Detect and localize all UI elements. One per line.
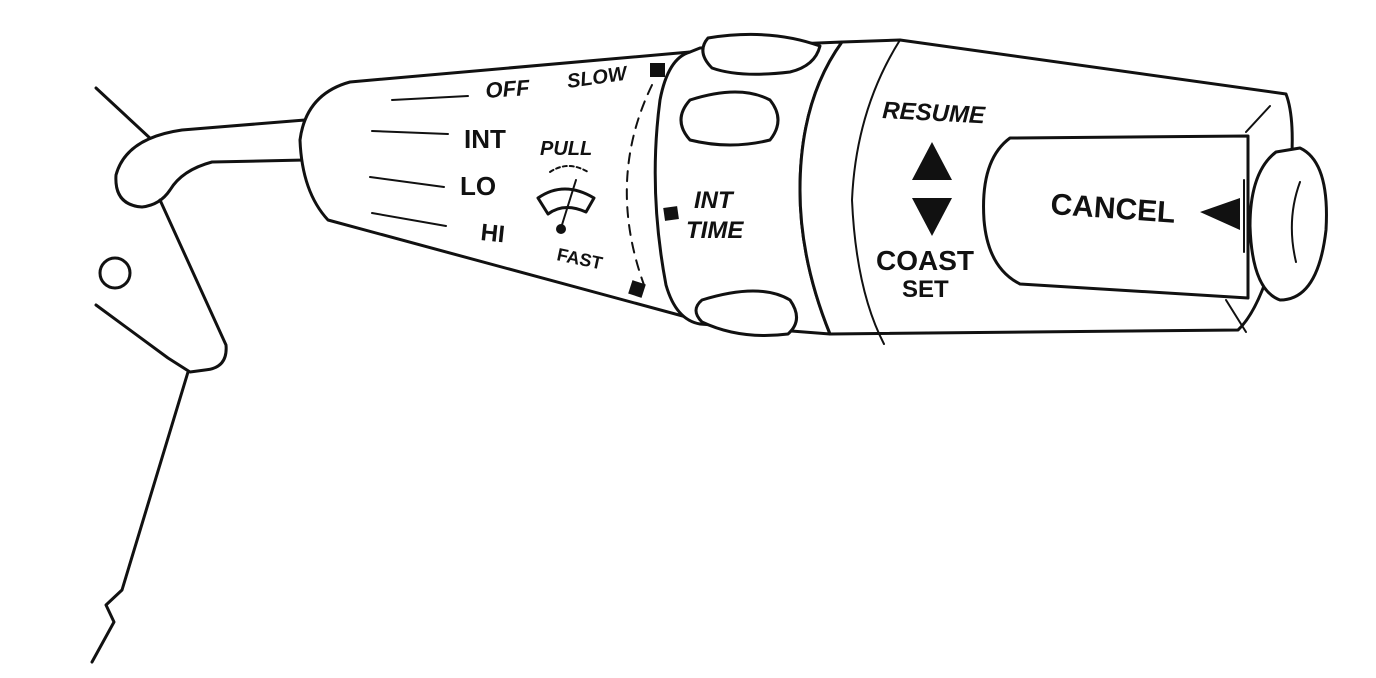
steering-column-bracket: [90, 86, 307, 664]
label-int-time-line2: TIME: [686, 217, 744, 244]
wiper-switch-body: [298, 50, 692, 320]
slow-marker: [650, 63, 665, 77]
label-int: INT: [464, 124, 506, 154]
label-coast: COAST: [876, 245, 974, 276]
int-time-marker: [663, 206, 679, 221]
label-set: SET: [902, 276, 949, 303]
interval-time-ring: [653, 32, 844, 337]
stalk-end-cap: [1248, 146, 1328, 302]
label-resume: RESUME: [882, 97, 987, 129]
mounting-hole: [98, 256, 132, 290]
coast-arrow-icon: [912, 198, 952, 236]
label-hi: HI: [479, 219, 506, 248]
washer-pull-icon: [536, 165, 596, 234]
ring-grip-top: [701, 32, 822, 76]
label-lo: LO: [460, 171, 496, 201]
resume-arrow-icon: [912, 142, 952, 180]
cancel-arrow-icon: [1200, 198, 1240, 230]
ring-grip-middle: [679, 90, 780, 147]
cancel-section: [982, 134, 1250, 300]
fast-marker: [628, 280, 646, 298]
label-off: OFF: [485, 75, 531, 103]
ring-grip-bottom: [694, 289, 798, 337]
label-int-time-line1: INT: [694, 187, 735, 214]
interval-dial-track: [625, 84, 653, 286]
label-pull: PULL: [540, 138, 592, 160]
